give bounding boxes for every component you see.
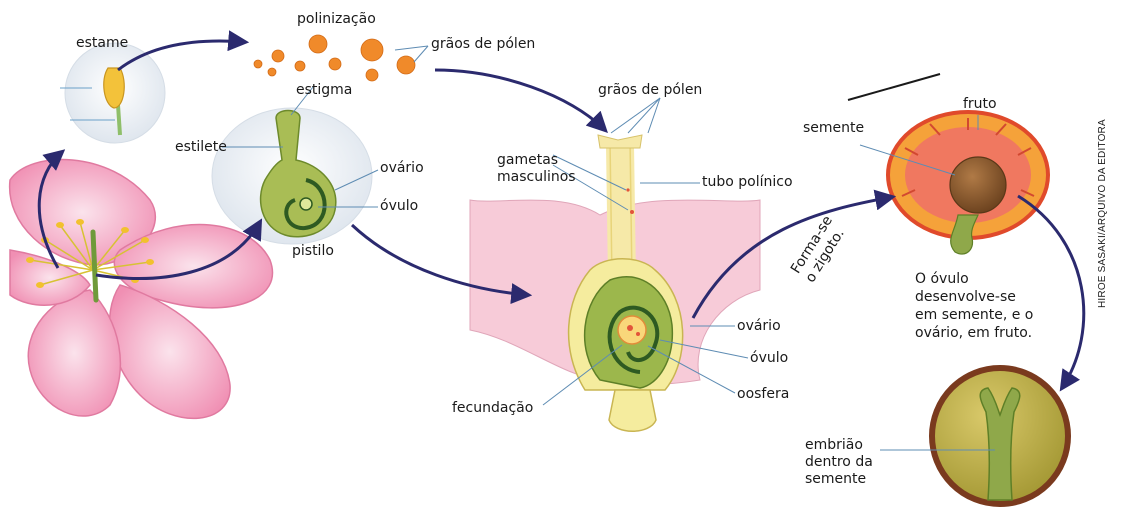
credit-text: HIROE SASAKI/ARQUIVO DA EDITORA xyxy=(1097,119,1108,308)
label-ovulo-left: óvulo xyxy=(380,198,418,215)
label-tubo-polinico: tubo polínico xyxy=(702,174,793,191)
label-graos-polen-mid: grãos de pólen xyxy=(598,82,702,99)
label-semente: semente xyxy=(803,120,864,137)
label-ovario-mid: ovário xyxy=(737,318,781,335)
label-estame: estame xyxy=(76,35,128,52)
label-gametas-masculinos: gametas masculinos xyxy=(497,152,576,186)
fruit-illustration xyxy=(848,74,1048,254)
label-fruto: fruto xyxy=(963,96,997,113)
label-estigma: estigma xyxy=(296,82,352,99)
label-ovario-left: ovário xyxy=(380,160,424,177)
label-estilete: estilete xyxy=(175,139,227,156)
label-ovulo-desenvolve: O óvulo desenvolve-se em semente, e o ov… xyxy=(915,270,1033,342)
pollen-grains-top xyxy=(254,35,415,81)
pistil-bubble xyxy=(212,108,372,244)
seed-illustration xyxy=(932,368,1068,504)
stamen-bubble xyxy=(60,43,165,143)
label-embriao: embrião dentro da semente xyxy=(805,437,873,488)
label-ovulo-mid: óvulo xyxy=(750,350,788,367)
label-polinizacao: polinização xyxy=(297,11,376,28)
label-fecundacao: fecundação xyxy=(452,400,533,417)
label-pistilo: pistilo xyxy=(292,243,334,260)
label-oosfera: oosfera xyxy=(737,386,789,403)
label-graos-polen-top: grãos de pólen xyxy=(431,36,535,53)
